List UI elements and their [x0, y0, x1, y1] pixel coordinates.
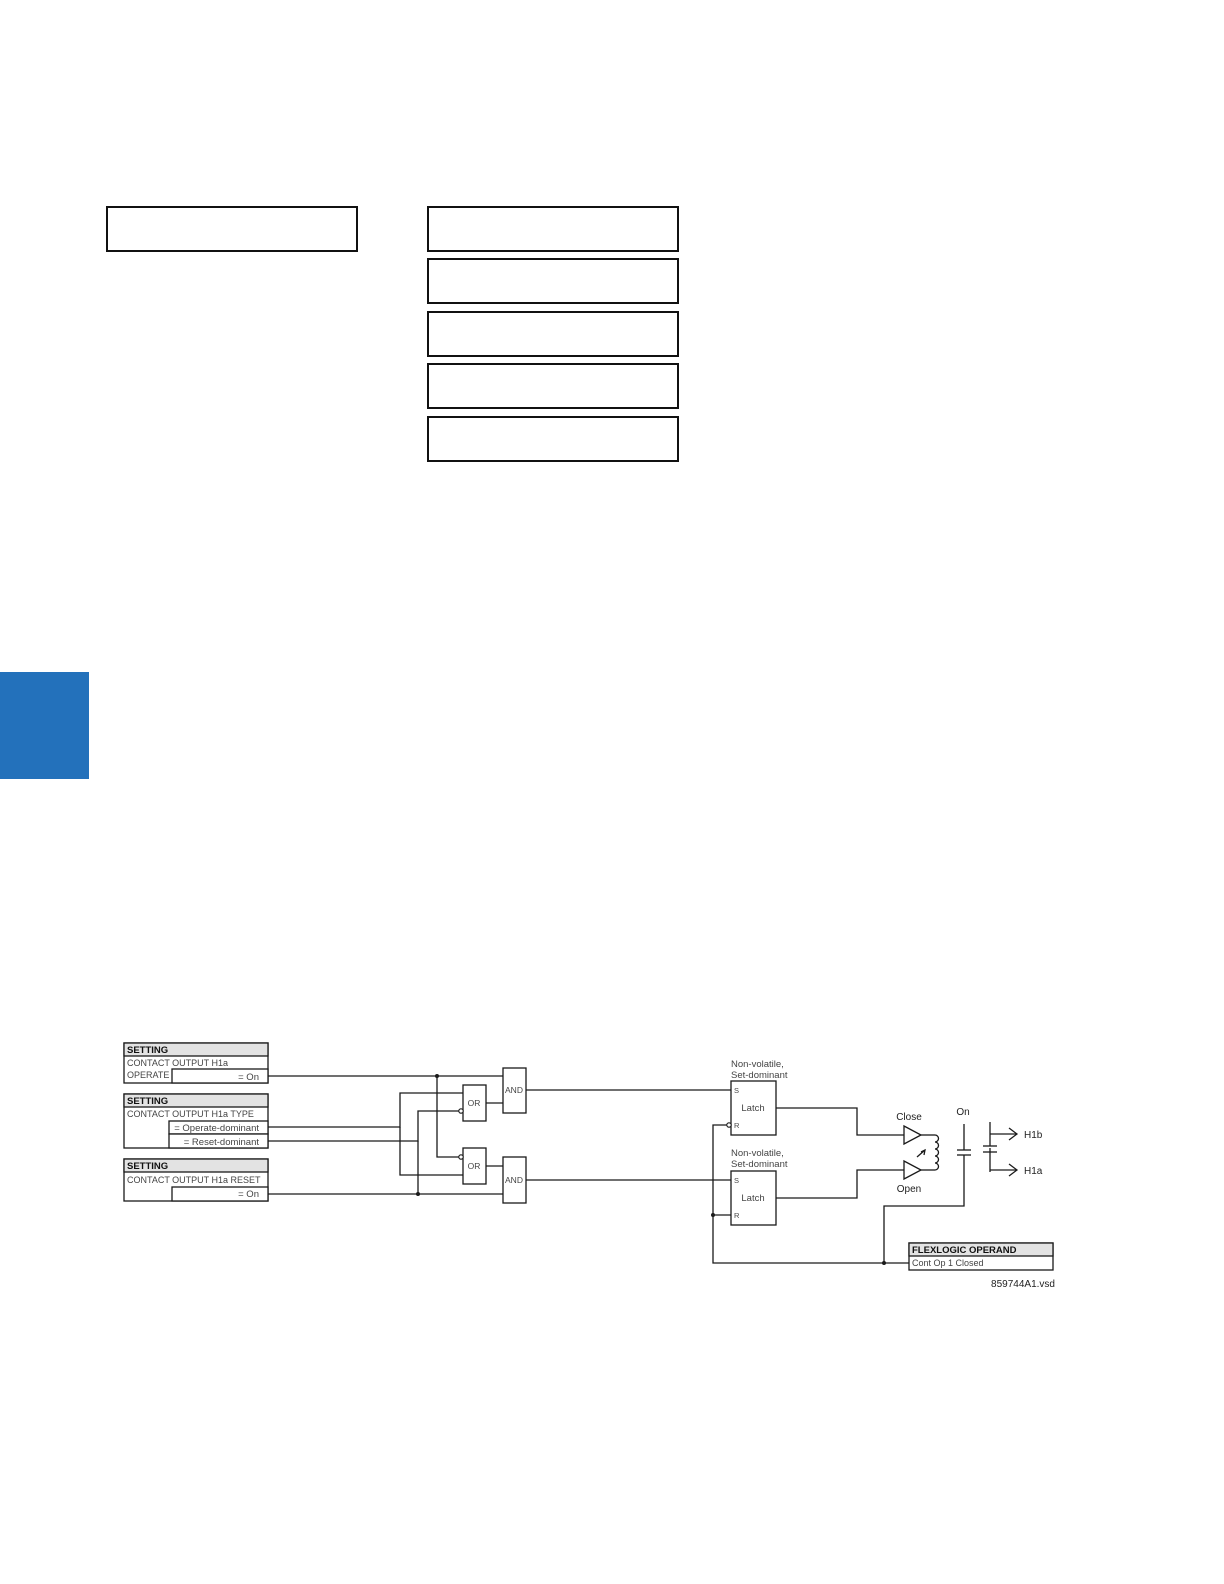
terminal-h1b: H1b [1024, 1130, 1043, 1141]
latch-1-reset: R [734, 1121, 740, 1130]
latch-2-note-1: Non-volatile, [731, 1148, 784, 1159]
menu-box-left [106, 206, 358, 252]
junction-dot [882, 1261, 886, 1265]
menu-box-5 [427, 416, 679, 462]
figure-code: 859744A1.vsd [991, 1279, 1055, 1290]
junction-dot [711, 1213, 715, 1217]
junction-dot [416, 1192, 420, 1196]
latch-1-note-1: Non-volatile, [731, 1059, 784, 1070]
setting-3-name: CONTACT OUTPUT H1a RESET [127, 1175, 261, 1185]
setting-1-header: SETTING [127, 1045, 168, 1056]
and-gate-1-label: AND [505, 1085, 523, 1095]
latch-1-set: S [734, 1086, 739, 1095]
setting-1-name-cont: OPERATE [127, 1070, 169, 1080]
inversion-bubble [458, 1108, 464, 1114]
inversion-bubble [458, 1154, 464, 1160]
menu-box-4 [427, 363, 679, 409]
contact-state-label: On [956, 1107, 969, 1118]
terminal-h1a: H1a [1024, 1166, 1043, 1177]
latch-2-set: S [734, 1176, 739, 1185]
chapter-side-tab [0, 672, 89, 779]
setting-3-value: = On [238, 1189, 259, 1200]
menu-box-1 [427, 206, 679, 252]
close-label: Close [896, 1112, 922, 1123]
setting-1-name: CONTACT OUTPUT H1a [127, 1058, 228, 1068]
menu-box-3 [427, 311, 679, 357]
setting-3-header: SETTING [127, 1161, 168, 1172]
junction-dot [435, 1074, 439, 1078]
inversion-bubble [726, 1122, 732, 1128]
setting-2-name: CONTACT OUTPUT H1a TYPE [127, 1109, 254, 1119]
flexlogic-operand-value: Cont Op 1 Closed [912, 1258, 984, 1268]
flexlogic-operand-header: FLEXLOGIC OPERAND [912, 1245, 1017, 1256]
menu-box-2 [427, 258, 679, 304]
open-label: Open [897, 1184, 921, 1195]
setting-2-header: SETTING [127, 1096, 168, 1107]
or-gate-2-label: OR [468, 1161, 481, 1171]
setting-1-value: = On [238, 1072, 259, 1083]
setting-2-value-1: = Operate-dominant [174, 1123, 259, 1134]
latch-2-label: Latch [741, 1193, 764, 1204]
latch-1-note-2: Set-dominant [731, 1070, 788, 1081]
latch-2-note-2: Set-dominant [731, 1159, 788, 1170]
latch-1-label: Latch [741, 1103, 764, 1114]
latch-2-reset: R [734, 1211, 740, 1220]
or-gate-1-label: OR [468, 1098, 481, 1108]
and-gate-2-label: AND [505, 1175, 523, 1185]
setting-2-value-2: = Reset-dominant [184, 1137, 260, 1148]
